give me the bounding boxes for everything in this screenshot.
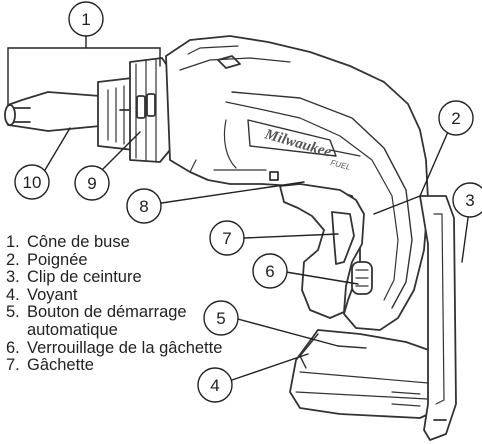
callout-circle-6 xyxy=(252,253,288,289)
belt-clip xyxy=(419,195,457,441)
callout-circle-4 xyxy=(197,367,233,403)
callout-number-10: 10 xyxy=(23,173,42,192)
legend-item: 3. Clip de ceinture xyxy=(6,269,246,287)
legend-number: 1. xyxy=(6,234,20,251)
legend-number: 3. xyxy=(6,268,20,287)
callout-number-4: 4 xyxy=(210,376,219,395)
legend-number: 7. xyxy=(6,356,20,375)
legend-text: Bouton de démarrage automatique xyxy=(27,303,187,339)
callout-circle-7 xyxy=(209,220,245,256)
legend-text: Verrouillage de la gâchette xyxy=(27,338,223,357)
legend-number: 4. xyxy=(6,285,20,304)
callout-number-1: 1 xyxy=(81,10,90,29)
legend-text: Gâchette xyxy=(27,356,94,375)
callout-circle-2 xyxy=(438,100,474,136)
legend-text: Poignée xyxy=(27,250,88,269)
legend-item: 6. Verrouillage de la gâchette xyxy=(6,338,246,358)
clutch-ring xyxy=(129,57,171,163)
leader-lines xyxy=(7,35,469,381)
legend-number: 6. xyxy=(6,338,20,357)
callout-number-7: 7 xyxy=(222,229,231,248)
legend-number: 2. xyxy=(6,250,20,269)
callout-circle-8 xyxy=(126,188,162,224)
callout-number-5: 5 xyxy=(216,309,225,328)
callout-number-8: 8 xyxy=(139,197,148,216)
legend-text: Cône de buse xyxy=(27,234,130,251)
callout-circle-5 xyxy=(203,300,239,336)
legend-item: 4. Voyant xyxy=(6,285,246,305)
callout-circle-1 xyxy=(68,1,104,37)
legend-text: Voyant xyxy=(27,285,78,304)
legend-item: 1. Cône de buse xyxy=(6,234,246,252)
callout-circle-10 xyxy=(14,164,50,200)
legend-item: 5. Bouton de démarrage automatique xyxy=(6,304,246,339)
callout-number-6: 6 xyxy=(265,262,274,281)
depth-collar xyxy=(97,77,135,151)
legend-item: 2. Poignée xyxy=(6,250,246,270)
legend-text: Clip de ceinture xyxy=(27,268,142,287)
callout-number-3: 3 xyxy=(465,191,474,210)
callout-number-9: 9 xyxy=(87,174,96,193)
legend-number: 5. xyxy=(6,303,20,322)
tool-handle xyxy=(279,183,373,319)
parts-legend: 1. Cône de buse 2. Poignée 3. Clip de ce… xyxy=(6,234,246,444)
callout-number-2: 2 xyxy=(451,109,460,128)
nose-cone xyxy=(4,91,101,132)
callout-circle-3 xyxy=(452,182,482,218)
callout-circle-9 xyxy=(74,165,110,201)
legend-item: 7. Gâchette xyxy=(6,357,246,375)
